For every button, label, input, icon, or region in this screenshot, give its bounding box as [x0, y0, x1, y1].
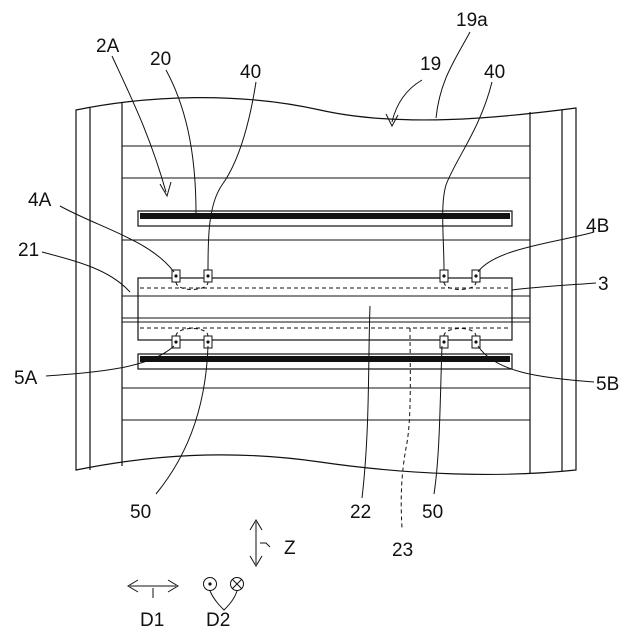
label-4A: 4A: [28, 190, 52, 211]
label-40-right: 40: [484, 62, 505, 83]
connector-5B: [440, 329, 480, 349]
label-Z: Z: [284, 538, 296, 559]
leader-22: [362, 306, 370, 498]
label-5A: 5A: [14, 368, 38, 389]
d1-axis-arrow: [128, 580, 178, 598]
connector-4A: [172, 270, 212, 290]
label-20: 20: [150, 49, 171, 70]
d2-out-of-page-icon: [204, 578, 217, 591]
label-19: 19: [420, 54, 441, 75]
central-plate-3: [138, 278, 512, 340]
upper-bar-20-inner: [140, 213, 510, 219]
label-D2: D2: [206, 610, 230, 631]
label-19a: 19a: [456, 10, 488, 31]
label-2A: 2A: [96, 36, 120, 57]
leader-20: [166, 70, 196, 213]
label-4B: 4B: [586, 216, 609, 237]
label-50-right: 50: [422, 502, 443, 523]
label-22: 22: [350, 502, 371, 523]
label-23: 23: [392, 540, 413, 561]
housing-outline: [76, 98, 576, 475]
leader-3: [512, 283, 596, 290]
d2-into-page-icon: [231, 578, 244, 591]
lower-bar-inner: [140, 356, 510, 362]
label-D1: D1: [140, 610, 164, 631]
label-5B: 5B: [596, 374, 619, 395]
label-50-left: 50: [130, 502, 151, 523]
d2-bracket: [210, 591, 237, 610]
leader-21: [42, 252, 130, 292]
z-axis-arrow: [250, 520, 270, 566]
label-40-left: 40: [240, 62, 261, 83]
connector-5A: [172, 329, 212, 349]
leader-2A: [112, 56, 166, 192]
leader-19a: [436, 32, 470, 118]
label-3: 3: [598, 274, 609, 295]
leader-19: [392, 80, 422, 122]
leader-40-left: [208, 82, 256, 270]
leader-40-right: [443, 82, 492, 270]
connector-4B: [440, 270, 480, 290]
label-21: 21: [18, 240, 39, 261]
